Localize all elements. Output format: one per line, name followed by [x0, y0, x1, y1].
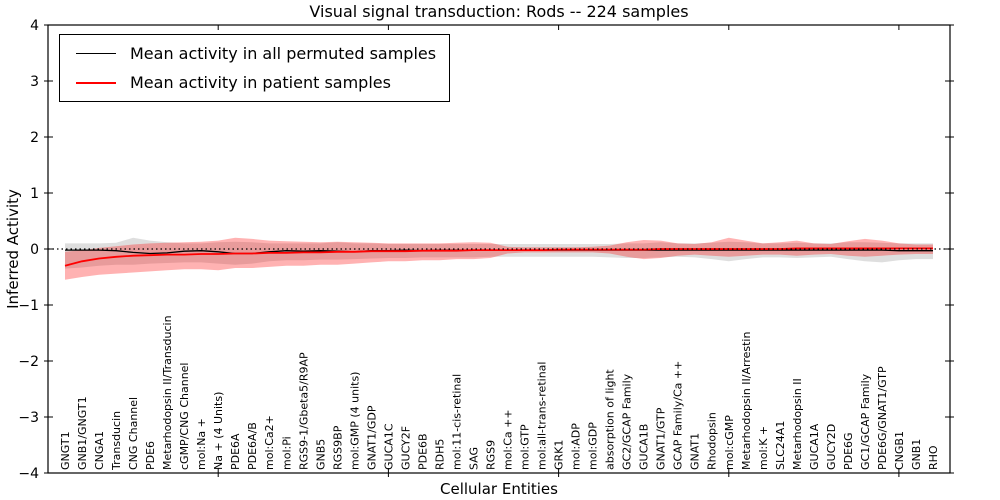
- chart-title: Visual signal transduction: Rods -- 224 …: [309, 2, 689, 21]
- legend-label-permuted: Mean activity in all permuted samples: [130, 44, 437, 63]
- legend-label-patient: Mean activity in patient samples: [130, 73, 391, 92]
- x-category-label: GCAP Family/Ca ++: [672, 361, 685, 470]
- x-category-label: GUCY2D: [825, 424, 838, 470]
- x-category-label: GNB1/GNGT1: [76, 396, 89, 470]
- x-category-label: GC2/GCAP Family: [621, 373, 634, 470]
- x-category-label: GC1/GCAP Family: [859, 373, 872, 470]
- legend-entry-patient: Mean activity in patient samples: [60, 68, 436, 97]
- x-category-label: mol:Pi: [280, 436, 293, 470]
- y-tick-label: 0: [30, 242, 39, 258]
- x-category-label: GUCA1C: [382, 423, 395, 470]
- permuted-line-swatch: [76, 53, 116, 54]
- x-category-label: SAG: [468, 447, 481, 470]
- x-category-label: mol:ADP: [570, 423, 583, 470]
- x-category-label: mol:GDP: [587, 422, 600, 470]
- x-category-label: CNGA1: [93, 431, 106, 470]
- x-category-label: GNAT1/GTP: [655, 407, 668, 470]
- x-category-label: mol:all-trans-retinal: [536, 362, 549, 470]
- y-tick-label: 1: [30, 186, 39, 202]
- x-category-label: GNGT1: [59, 431, 72, 470]
- x-category-label: PDE6B: [416, 433, 429, 470]
- x-category-label: mol:GMP (4 units): [348, 372, 361, 470]
- x-category-label: cGMP/CNG Channel: [178, 363, 191, 471]
- x-category-label: Metarhodopsin II/Transducin: [161, 315, 174, 470]
- patient-mean-line: [64, 247, 933, 267]
- x-category-label: RDH5: [433, 439, 446, 470]
- x-category-label: Transducin: [110, 411, 123, 471]
- x-category-label: absorption of light: [604, 369, 617, 470]
- y-tick-label: −1: [18, 298, 39, 314]
- x-category-label: GNB1: [910, 439, 923, 470]
- x-category-label: GNB5: [314, 439, 327, 470]
- x-category-label: PDE6G/GNAT1/GTP: [876, 366, 889, 470]
- x-category-label: mol:11-cis-retinal: [451, 374, 464, 470]
- x-category-label: GNAT1/GDP: [365, 405, 378, 470]
- x-axis-title: Cellular Entities: [440, 480, 558, 498]
- x-category-label: RGS9: [485, 440, 498, 470]
- x-category-label: PDE6: [144, 441, 157, 470]
- x-category-label: Metarhodopsin II: [791, 378, 804, 470]
- legend: Mean activity in all permuted samples Me…: [59, 34, 451, 102]
- x-category-label: mol:cGMP: [723, 415, 736, 470]
- x-category-label: PDE6G: [842, 432, 855, 470]
- x-category-label: RHO: [927, 445, 940, 470]
- x-category-label: mol:Ca ++: [502, 409, 515, 470]
- x-category-label: Rhodopsin: [706, 412, 719, 470]
- x-category-label: PDE6A/B: [246, 422, 259, 470]
- y-tick-label: 3: [30, 74, 39, 90]
- y-axis-title: Inferred Activity: [4, 189, 22, 309]
- x-category-label: Na + (4 Units): [212, 392, 225, 470]
- y-tick-label: 2: [30, 130, 39, 146]
- y-tick-label: −4: [18, 466, 39, 482]
- x-category-label: mol:Ca2+: [263, 415, 276, 470]
- x-category-label: GNAT1: [689, 433, 702, 470]
- y-tick-label: −2: [18, 354, 39, 370]
- x-category-label: CNGB1: [893, 431, 906, 470]
- x-category-label: RGS9-1/Gbeta5/R9AP: [297, 352, 310, 470]
- x-category-label: GRK1: [553, 440, 566, 470]
- x-category-label: CNG Channel: [127, 397, 140, 470]
- x-category-label: mol:K +: [757, 426, 770, 470]
- x-category-label: SLC24A1: [774, 421, 787, 470]
- legend-entry-permuted: Mean activity in all permuted samples: [60, 39, 436, 68]
- patient-line-swatch: [76, 81, 116, 84]
- x-category-label: mol:GTP: [519, 424, 532, 470]
- x-category-label: GUCY2F: [399, 426, 412, 470]
- x-category-label: PDE6A: [229, 433, 242, 470]
- y-tick-label: 4: [30, 18, 39, 34]
- x-category-label: Metarhodopsin II/Arrestin: [740, 332, 753, 470]
- x-category-label: RGS9BP: [331, 425, 344, 470]
- x-category-label: GUCA1B: [638, 424, 651, 470]
- x-category-label: mol:Na +: [195, 418, 208, 470]
- y-tick-label: −3: [18, 410, 39, 426]
- x-category-label: GUCA1A: [808, 423, 821, 470]
- permuted-std-band: [65, 237, 933, 269]
